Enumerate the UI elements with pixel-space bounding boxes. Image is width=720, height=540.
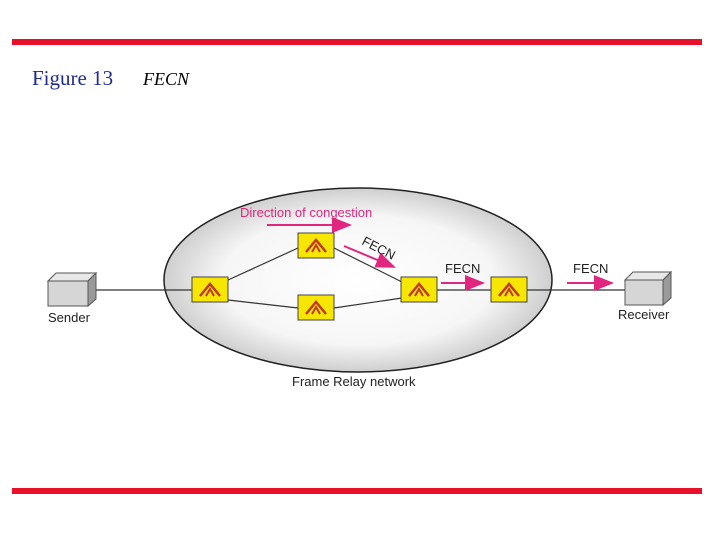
fecn-diagonal-arrow [343, 245, 396, 268]
switch-s4 [400, 276, 438, 303]
switch-s2 [297, 232, 335, 259]
sender-computer-icon [46, 271, 98, 308]
link-s1-s3 [227, 299, 299, 309]
fecn-middle-label: FECN [445, 261, 480, 276]
network-label: Frame Relay network [292, 374, 416, 389]
link-s2-s4 [333, 247, 403, 283]
receiver-label: Receiver [618, 307, 670, 322]
link-s3-s4 [333, 297, 403, 309]
switch-s3 [297, 294, 335, 321]
bottom-rule [12, 488, 702, 494]
figure-number: Figure 13 [32, 66, 114, 90]
frame-relay-network-cloud [163, 187, 553, 373]
receiver-computer-icon [623, 270, 673, 307]
congestion-label: Direction of congestion [240, 205, 372, 220]
top-rule [12, 39, 702, 45]
figure-caption: FECN [143, 69, 190, 89]
link-s1-s2 [227, 247, 299, 281]
switch-s5 [490, 276, 528, 303]
switch-s1 [191, 276, 229, 303]
fecn-right-label: FECN [573, 261, 608, 276]
sender-label: Sender [48, 310, 91, 325]
